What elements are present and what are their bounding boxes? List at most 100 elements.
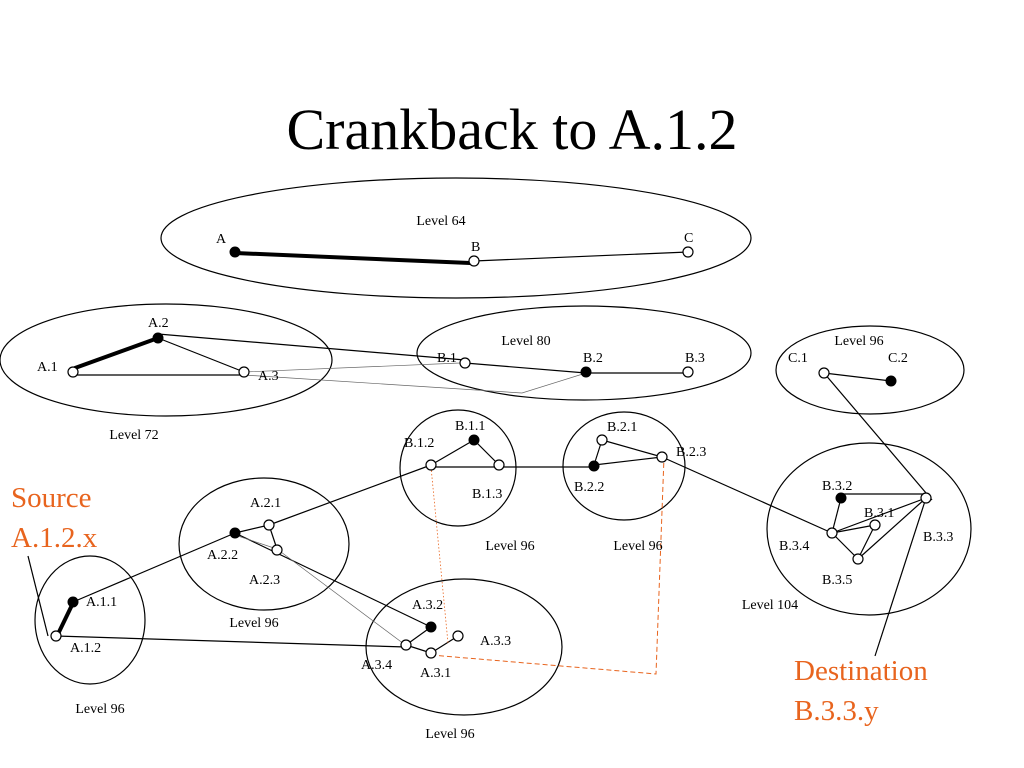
level-label-96-a3: Level 96	[425, 727, 474, 742]
active-nodes	[67, 246, 897, 633]
label-a: A	[216, 232, 227, 247]
label-a33: A.3.3	[480, 634, 511, 649]
link-b34-b35	[831, 532, 859, 560]
label-c2: C.2	[888, 351, 908, 366]
label-b23: B.2.3	[676, 445, 706, 460]
link-a21-b12	[268, 464, 432, 526]
level-labels: Level 64 Level 72 Level 80 Level 96 Leve…	[75, 214, 883, 742]
node-b1	[459, 357, 471, 369]
node-a32	[425, 621, 437, 633]
path-a23-a22	[237, 535, 278, 550]
node-b12	[425, 459, 437, 471]
source-pointer	[27, 555, 49, 637]
source-callout: Source A.1.2.x	[11, 478, 97, 558]
level-label-96-a2: Level 96	[229, 616, 278, 631]
node-b22	[588, 460, 600, 472]
destination-label: Destination	[794, 655, 928, 687]
path-a23-a34	[276, 548, 405, 645]
level-label-96-b2: Level 96	[613, 539, 662, 554]
node-a22	[229, 527, 241, 539]
link-a12-a34	[55, 635, 407, 648]
label-a12: A.1.2	[70, 641, 101, 656]
link-a22-a21	[234, 524, 270, 534]
label-b: B	[471, 240, 480, 255]
label-b22: B.2.2	[574, 480, 604, 495]
level-label-96-a1: Level 96	[75, 702, 124, 717]
level-label-96-b1: Level 96	[485, 539, 534, 554]
link-b34-b31	[831, 524, 876, 534]
label-b21: B.2.1	[607, 420, 637, 435]
link-a22-a32	[234, 532, 432, 628]
link-a11-a22	[72, 532, 236, 603]
node-a11	[67, 596, 79, 608]
level-label-104: Level 104	[742, 598, 798, 613]
label-b34: B.3.4	[779, 539, 809, 554]
node-b31	[869, 519, 881, 531]
link-b34-b32	[831, 497, 842, 534]
node-b13	[493, 459, 505, 471]
link-c1-c2	[823, 372, 892, 382]
label-a23: A.2.3	[249, 573, 280, 588]
node-b3	[682, 366, 694, 378]
route-a31-b23	[430, 456, 665, 675]
link-c1-b33	[823, 372, 933, 501]
node-b21	[596, 434, 608, 446]
link-b-c	[473, 251, 689, 262]
route-b12-a31	[430, 466, 449, 644]
label-a31: A.3.1	[420, 666, 451, 681]
group-level-104	[766, 442, 972, 616]
level-label-64: Level 64	[416, 214, 465, 229]
node-c2	[885, 375, 897, 387]
group-level-64	[160, 177, 752, 299]
destination-address: B.3.3.y	[794, 695, 879, 727]
route-a1-a2	[73, 336, 160, 370]
label-b31: B.3.1	[864, 506, 894, 521]
node-b23	[656, 451, 668, 463]
group-level-96-a3	[365, 578, 563, 716]
label-a11: A.1.1	[86, 595, 117, 610]
node-a2	[152, 332, 164, 344]
source-address: A.1.2.x	[11, 522, 98, 554]
label-c: C	[684, 231, 693, 246]
node-labels: A B C A.2 A.1 A.3 B.1 B.2 B.3 C.1 C.2 B.…	[37, 231, 953, 681]
label-b32: B.3.2	[822, 479, 852, 494]
label-a34: A.3.4	[361, 658, 392, 673]
label-b3: B.3	[685, 351, 705, 366]
node-c1	[818, 367, 830, 379]
link-b22-b23	[593, 456, 663, 466]
node-a23	[271, 544, 283, 556]
node-a	[229, 246, 241, 258]
link-b34-b33	[831, 497, 927, 534]
node-b32	[835, 492, 847, 504]
route-a-b	[233, 251, 472, 265]
group-level-80	[416, 305, 752, 401]
crankback-route	[430, 456, 665, 675]
source-label: Source	[11, 482, 92, 514]
node-b11	[468, 434, 480, 446]
label-b13: B.1.3	[472, 487, 502, 502]
label-a21: A.2.1	[250, 496, 281, 511]
link-b12-b11	[430, 439, 475, 466]
link-b11-b13	[473, 439, 500, 466]
node-b	[468, 255, 480, 267]
link-a2-a3	[157, 337, 245, 373]
group-level-96-b2	[562, 411, 686, 521]
destination-pointer	[874, 497, 927, 657]
link-b23-b34	[661, 456, 833, 534]
link-b21-b23	[601, 439, 663, 458]
level-label-96-c: Level 96	[834, 334, 883, 349]
label-b33: B.3.3	[923, 530, 953, 545]
path-a3-b2	[243, 372, 587, 394]
level-label-80: Level 80	[501, 334, 550, 349]
group-level-72	[0, 303, 333, 417]
node-a21	[263, 519, 275, 531]
link-b35-b31	[857, 524, 876, 560]
level-label-72: Level 72	[109, 428, 158, 443]
label-a3: A.3	[258, 369, 279, 384]
node-a3	[238, 366, 250, 378]
link-b1-b2	[464, 362, 587, 374]
node-a31	[425, 647, 437, 659]
group-level-96-c	[775, 325, 965, 415]
label-a1: A.1	[37, 360, 58, 375]
